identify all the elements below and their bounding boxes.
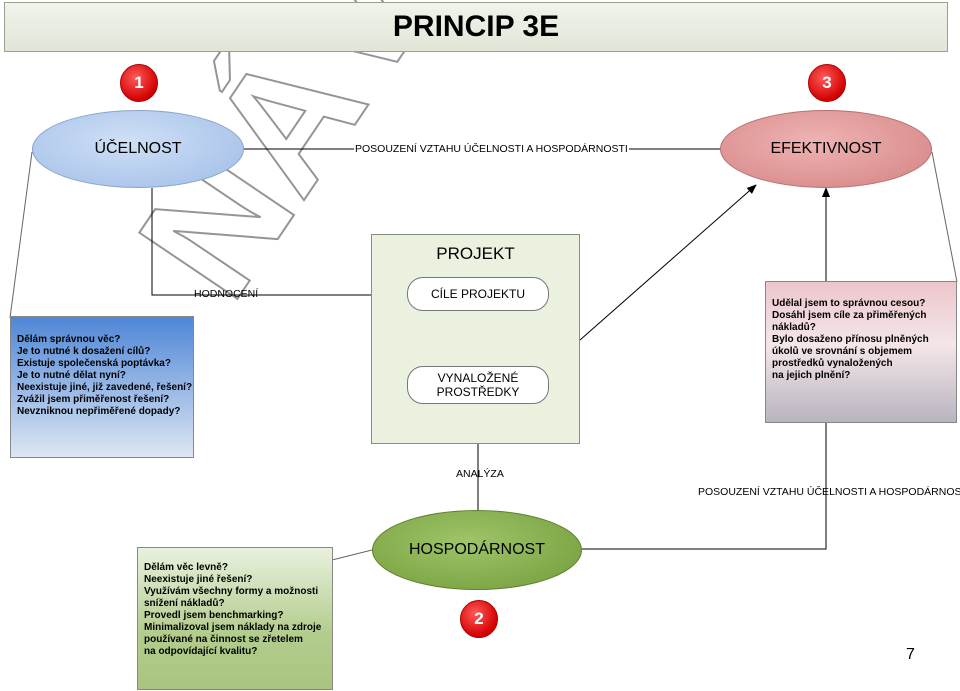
question-line: snížení nákladů? <box>144 598 225 609</box>
questions-ucelnost: Dělám správnou věc? Je to nutné k dosaže… <box>10 316 194 458</box>
question-line: nákladů? <box>772 322 816 333</box>
question-line: Udělal jsem to správnou cesou? <box>772 298 926 309</box>
project-goals: CÍLE PROJEKTU <box>407 277 549 311</box>
question-line: Minimalizoval jsem náklady na zdroje <box>144 622 322 633</box>
page-number: 7 <box>906 646 915 663</box>
questions-hospodarnost: Dělám věc levně? Neexistuje jiné řešení?… <box>137 547 333 690</box>
question-line: na jejich plnění? <box>772 370 851 381</box>
badge-2: 2 <box>460 600 498 638</box>
questions-efektivnost: Udělal jsem to správnou cesou? Dosáhl js… <box>765 281 957 423</box>
question-line: na odpovídající kvalitu? <box>144 646 258 657</box>
diagram-title: PRINCIP 3E <box>4 2 948 52</box>
label-analyza: ANALÝZA <box>456 468 504 480</box>
connector-project-efektivnost <box>579 184 757 341</box>
question-line: Je to nutné dělat nyní? <box>17 370 126 381</box>
question-line: Bylo dosaženo přínosu plněných <box>772 334 929 345</box>
connector-hodnoceni <box>151 188 408 299</box>
node-hospodarnost: HOSPODÁRNOST <box>372 510 582 590</box>
node-efektivnost: EFEKTIVNOST <box>720 110 932 188</box>
badge-1: 1 <box>120 64 158 102</box>
question-line: Neexistuje jiné, již zavedené, řešení? <box>17 382 193 393</box>
question-line: Neexistuje jiné řešení? <box>144 574 253 585</box>
project-box <box>371 234 580 444</box>
question-line: Provedl jsem benchmarking? <box>144 610 284 621</box>
question-line: Dosáhl jsem cíle za přiměřených <box>772 310 927 321</box>
label-right-connector: POSOUZENÍ VZTAHU ÚČELNOSTI A HOSPODÁRNOS… <box>698 486 960 498</box>
project-title: PROJEKT <box>436 244 515 263</box>
question-line: Dělám správnou věc? <box>17 334 121 345</box>
question-line: prostředků vynaložených <box>772 358 893 369</box>
node-ucelnost: ÚČELNOST <box>32 110 244 188</box>
question-line: Využívám všechny formy a možnosti <box>144 586 319 597</box>
question-line: používané na činnost se zřetelem <box>144 634 303 645</box>
project-resources: VYNALOŽENÉ PROSTŘEDKY <box>407 366 549 404</box>
question-line: úkolů ve srovnání s objemem <box>772 346 913 357</box>
question-line: Je to nutné k dosažení cílů? <box>17 346 151 357</box>
question-line: Zvážil jsem přiměřenost řešení? <box>17 394 170 405</box>
label-top-connector: POSOUZENÍ VZTAHU ÚČELNOSTI A HOSPODÁRNOS… <box>354 143 629 155</box>
question-line: Dělám věc levně? <box>144 562 228 573</box>
question-line: Existuje společenská poptávka? <box>17 358 171 369</box>
label-hodnoceni: HODNOCENÍ <box>194 288 259 300</box>
badge-3: 3 <box>808 64 846 102</box>
question-line: Nevzniknou nepřiměřené dopady? <box>17 406 181 417</box>
